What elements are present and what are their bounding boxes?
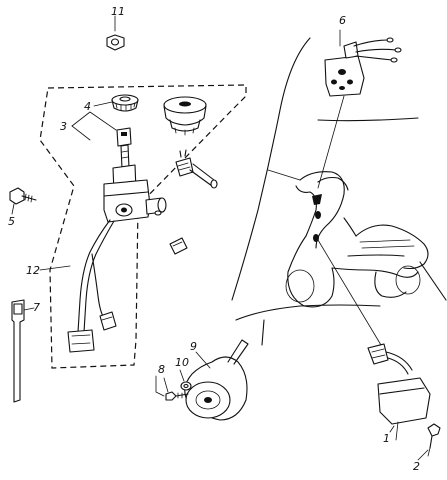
switch-connector bbox=[175, 149, 218, 189]
part-8-screw bbox=[163, 377, 189, 401]
callout-12: 12 bbox=[26, 264, 40, 277]
callout-1: 1 bbox=[383, 432, 390, 445]
part-9-horn bbox=[184, 339, 249, 421]
small-plug bbox=[169, 237, 188, 255]
part-4-cap bbox=[111, 94, 139, 112]
scooter-outline bbox=[285, 171, 429, 308]
main-switch-group-boundary bbox=[39, 84, 247, 369]
callout-8: 8 bbox=[158, 363, 165, 376]
part-2-bolt bbox=[427, 423, 441, 457]
part-3-key-switch bbox=[103, 127, 167, 223]
callout-3: 3 bbox=[60, 120, 67, 133]
callout-9: 9 bbox=[190, 340, 197, 353]
callout-2: 2 bbox=[413, 460, 420, 473]
scooter-frame-lines bbox=[231, 37, 447, 346]
part-1-cdi-unit bbox=[367, 343, 431, 441]
part-12-wire-harness bbox=[67, 219, 117, 353]
part-6-relay bbox=[324, 37, 402, 97]
part-11-nut bbox=[106, 15, 125, 51]
location-leaders bbox=[267, 95, 385, 351]
lock-cover bbox=[163, 96, 207, 136]
callout-4: 4 bbox=[84, 100, 91, 113]
part-10-washer bbox=[179, 369, 192, 391]
part-7-cable-tie bbox=[11, 299, 35, 403]
callout-leaders bbox=[39, 29, 429, 461]
part-5-bolt bbox=[9, 187, 37, 215]
callout-labels: 11 6 4 3 5 12 7 8 10 9 1 2 bbox=[8, 5, 420, 473]
callout-11: 11 bbox=[111, 5, 125, 18]
callout-5: 5 bbox=[8, 215, 15, 228]
callout-10: 10 bbox=[175, 356, 189, 369]
callout-7: 7 bbox=[33, 301, 40, 314]
callout-6: 6 bbox=[339, 14, 346, 27]
